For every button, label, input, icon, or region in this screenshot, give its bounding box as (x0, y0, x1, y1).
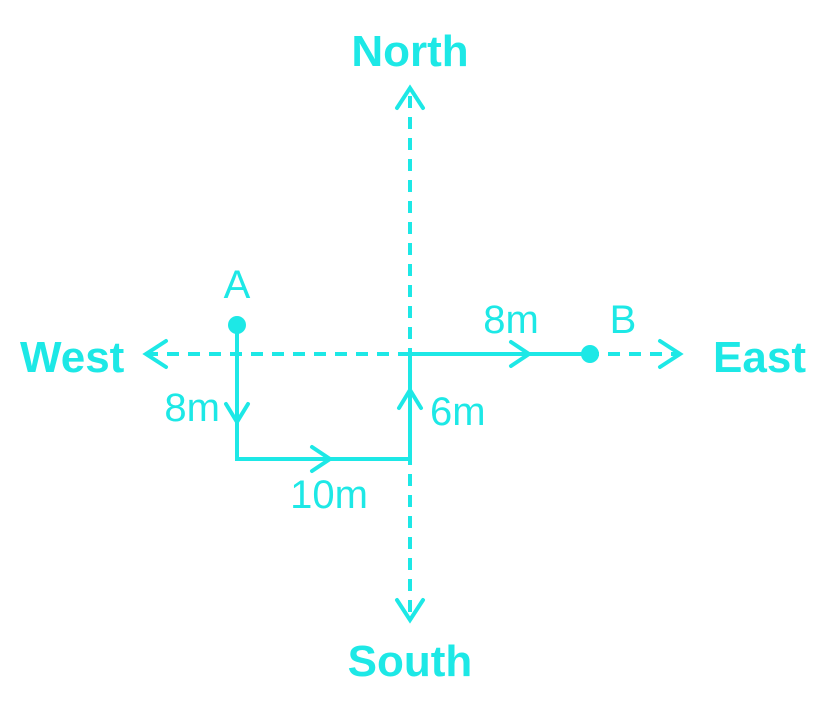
point-a-marker (228, 316, 246, 334)
right-arrowhead-top (509, 340, 533, 368)
west-label: West (20, 333, 125, 382)
point-a-label: A (224, 263, 251, 307)
distance-label-4: 8m (483, 298, 539, 342)
distance-label-2: 10m (290, 473, 368, 517)
path-line (235, 323, 592, 461)
west-arrowhead (142, 339, 168, 369)
east-label: East (713, 333, 806, 382)
distance-label-1: 8m (164, 386, 220, 430)
distance-label-3: 6m (430, 390, 486, 434)
south-arrowhead (395, 598, 425, 624)
point-b-label: B (610, 298, 637, 342)
north-arrowhead (395, 84, 425, 110)
up-arrowhead (397, 386, 423, 410)
right-arrowhead-bottom (310, 445, 334, 473)
point-b-marker (581, 345, 599, 363)
walk-path (224, 323, 592, 473)
north-label: North (351, 27, 468, 76)
down-arrowhead (224, 402, 250, 426)
south-label: South (348, 637, 473, 686)
east-arrowhead (658, 339, 684, 369)
